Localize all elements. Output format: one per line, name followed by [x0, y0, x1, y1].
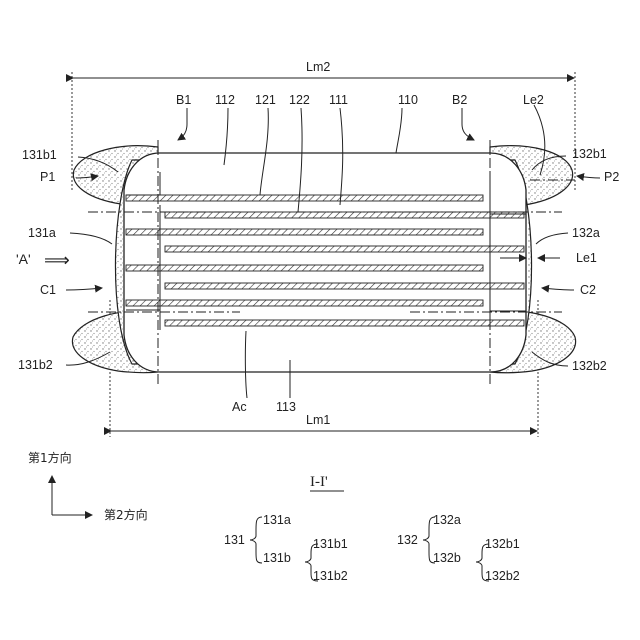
- electrode-121-3: [126, 265, 483, 271]
- tree-132b: 132b: [433, 551, 461, 565]
- section-label: I-I': [310, 474, 344, 491]
- label-c2: C2: [580, 283, 596, 297]
- lm1-label: Lm1: [306, 413, 330, 427]
- label-131a: 131a: [28, 226, 56, 240]
- direction-axes: 第1方向 第2方向: [28, 450, 148, 522]
- label-131b1: 131b1: [22, 148, 57, 162]
- label-113: 113: [276, 400, 296, 414]
- tree-132b1: 132b1: [485, 537, 520, 551]
- tree-131b2: 131b2: [313, 569, 348, 583]
- label-le1: Le1: [576, 251, 597, 265]
- legend-tree-131: 131 131a 131b 131b1 131b2: [224, 513, 348, 583]
- tree-131b: 131b: [263, 551, 291, 565]
- label-view-a: 'A': [16, 251, 31, 267]
- tree-131-root: 131: [224, 533, 245, 547]
- electrode-121-4: [126, 300, 483, 306]
- label-132b1: 132b1: [572, 147, 607, 161]
- legend-tree-132: 132 132a 132b 132b1 132b2: [397, 513, 520, 583]
- electrode-122-2: [165, 246, 524, 252]
- second-direction-label: 第2方向: [104, 507, 148, 522]
- electrode-122-1: [165, 212, 524, 218]
- b-markers: [178, 108, 474, 140]
- electrode-122-4: [165, 320, 524, 326]
- label-132b2: 132b2: [572, 359, 607, 373]
- label-p2: P2: [604, 170, 619, 184]
- label-111: 111: [329, 93, 348, 107]
- label-b1: B1: [176, 93, 191, 107]
- tree-132a: 132a: [433, 513, 461, 527]
- tree-131a: 131a: [263, 513, 291, 527]
- first-direction-label: 第1方向: [28, 450, 72, 465]
- label-c1: C1: [40, 283, 56, 297]
- lm2-label: Lm2: [306, 60, 330, 74]
- tree-132b2: 132b2: [485, 569, 520, 583]
- electrode-122-3: [165, 283, 524, 289]
- section-title: I-I': [310, 474, 328, 490]
- label-132a: 132a: [572, 226, 600, 240]
- label-ac: Ac: [232, 400, 247, 414]
- label-110: 110: [398, 93, 418, 107]
- label-le2: Le2: [523, 93, 544, 107]
- view-arrow: ⟹: [44, 250, 70, 270]
- tree-132-root: 132: [397, 533, 418, 547]
- label-p1: P1: [40, 170, 55, 184]
- electrode-121-1: [126, 195, 483, 201]
- label-131b2: 131b2: [18, 358, 53, 372]
- body-110: [124, 153, 526, 372]
- label-122: 122: [289, 93, 310, 107]
- label-121: 121: [255, 93, 276, 107]
- label-112: 112: [215, 93, 235, 107]
- label-b2: B2: [452, 93, 467, 107]
- tree-131b1: 131b1: [313, 537, 348, 551]
- electrode-121-2: [126, 229, 483, 235]
